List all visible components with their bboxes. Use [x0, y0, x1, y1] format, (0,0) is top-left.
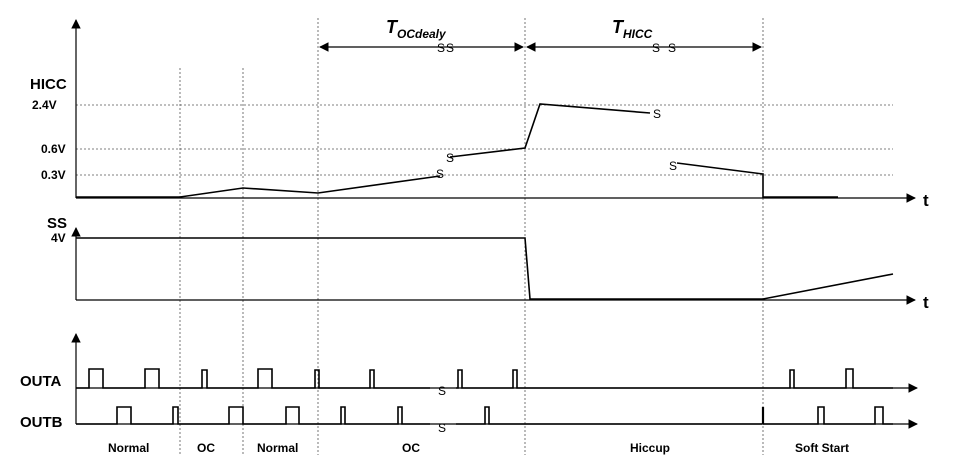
phase-boundaries — [179, 18, 764, 455]
level-4v-label: 4V — [51, 231, 66, 245]
phase-label-soft-start: Soft Start — [795, 441, 849, 455]
level-2-4v-label: 2.4V — [32, 98, 57, 112]
ss-trace — [76, 237, 894, 300]
break-mark: S — [668, 41, 676, 55]
hicc-interval: THICC — [526, 17, 762, 52]
hicc-axes — [71, 19, 916, 203]
level-0-3v-label: 0.3V — [41, 168, 66, 182]
outb-trace-after-break — [456, 406, 762, 425]
hicc-interval-main: T — [612, 17, 625, 37]
oc-delay-sub: OCdealy — [397, 27, 447, 41]
hicc-rise-segment — [76, 175, 441, 198]
outa-waveform — [76, 368, 893, 389]
break-marks: S S S S S S S S S S — [436, 41, 677, 435]
outa-signal-label: OUTA — [20, 373, 62, 390]
ss-signal-label: SS — [47, 215, 67, 232]
outb-trace-before-break — [76, 406, 430, 425]
hicc-waveform — [76, 103, 838, 198]
outb-trace-softstart — [763, 406, 893, 425]
phase-label-normal: Normal — [108, 441, 149, 455]
break-mark: S — [446, 41, 454, 55]
break-mark: S — [437, 41, 445, 55]
break-mark: S — [446, 151, 454, 165]
outb-waveform — [76, 406, 893, 425]
hicc-time-label: t — [923, 191, 929, 210]
break-mark: S — [438, 421, 446, 435]
level-0-6v-label: 0.6V — [41, 142, 66, 156]
break-mark: S — [652, 41, 660, 55]
outa-trace-before-break — [76, 368, 430, 389]
ss-waveform — [76, 237, 894, 300]
oc-delay-interval: TOCdealy — [319, 17, 524, 52]
outa-trace-after-break — [456, 368, 893, 389]
hicc-signal-label: HICC — [30, 76, 67, 93]
ss-time-label: t — [923, 293, 929, 312]
oc-delay-main: T — [386, 17, 399, 37]
break-mark: S — [669, 159, 677, 173]
phase-label-hiccup: Hiccup — [630, 441, 670, 455]
hicc-interval-sub: HICC — [623, 27, 653, 41]
phase-labels: Normal OC Normal OC Hiccup Soft Start — [108, 441, 849, 455]
ss-axes — [71, 227, 916, 305]
phase-label-normal: Normal — [257, 441, 298, 455]
phase-label-oc: OC — [402, 441, 420, 455]
oc-delay-label: TOCdealy — [386, 17, 447, 41]
hicc-interval-label: THICC — [612, 17, 653, 41]
outb-signal-label: OUTB — [20, 414, 63, 431]
break-mark: S — [436, 167, 444, 181]
phase-label-oc: OC — [197, 441, 215, 455]
level-gridlines — [76, 104, 893, 176]
break-mark: S — [653, 107, 661, 121]
hicc-discharge-segment — [676, 162, 838, 198]
hicc-peak-segment — [449, 103, 651, 158]
break-mark: S — [438, 384, 446, 398]
